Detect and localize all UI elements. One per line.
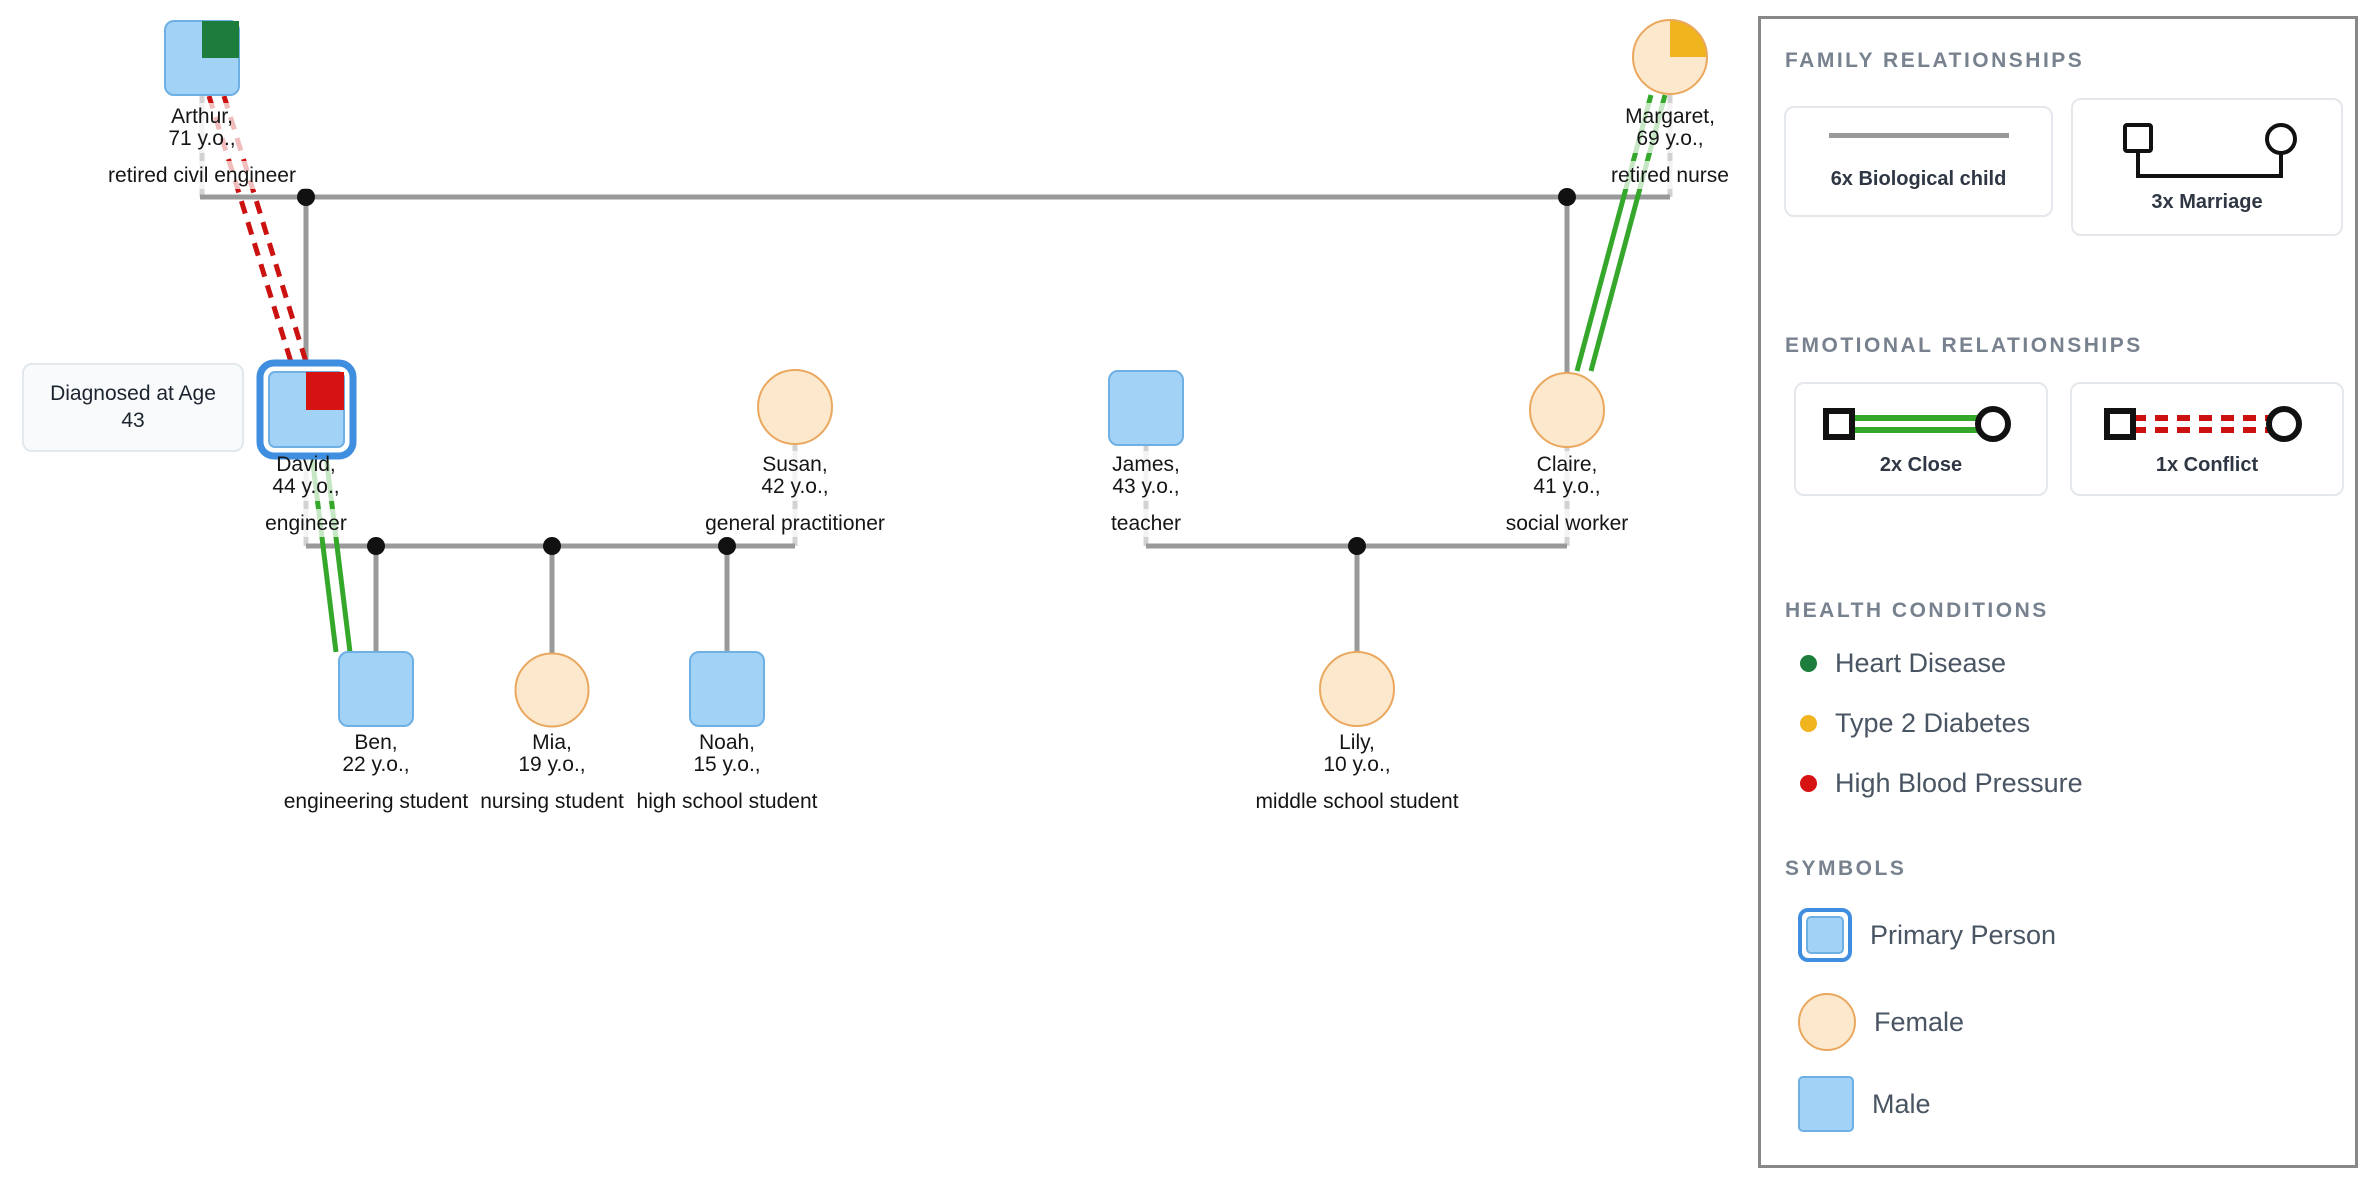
- person-lily[interactable]: Lily, 10 y.o., middle school student: [1255, 651, 1459, 813]
- symbol-item-label: Primary Person: [1870, 919, 2057, 950]
- person-occupation: middle school student: [1255, 790, 1458, 813]
- health-item-high-blood-pressure: High Blood Pressure: [1800, 766, 2083, 800]
- person-noah[interactable]: Noah, 15 y.o., high school student: [637, 651, 818, 813]
- symbol-item-male: Male: [1798, 1076, 1931, 1132]
- health-item-label: Type 2 Diabetes: [1835, 707, 2031, 738]
- symbol-item-label: Female: [1874, 1006, 1965, 1037]
- junction-dot: [297, 188, 315, 206]
- family-relationships-header: FAMILY RELATIONSHIPS: [1785, 49, 2085, 72]
- person-occupation: retired civil engineer: [108, 164, 296, 187]
- person-arthur[interactable]: Arthur, 71 y.o., retired civil engineer: [108, 20, 296, 187]
- heart-disease-dot-icon: [1800, 654, 1817, 672]
- female-symbol: [1529, 372, 1605, 448]
- symbol-item-label: Male: [1872, 1088, 1931, 1119]
- person-susan[interactable]: Susan, 42 y.o., general practitioner: [705, 369, 885, 535]
- person-david[interactable]: David, 44 y.o., engineer: [256, 359, 357, 535]
- junction-dot: [367, 537, 385, 555]
- person-age: 42 y.o.,: [761, 475, 828, 498]
- person-mia[interactable]: Mia, 19 y.o., nursing student: [480, 652, 624, 814]
- health-item-label: High Blood Pressure: [1835, 767, 2083, 798]
- person-age: 22 y.o.,: [342, 753, 409, 776]
- person-age: 10 y.o.,: [1323, 753, 1390, 776]
- health-conditions-header: HEALTH CONDITIONS: [1785, 599, 2049, 622]
- person-occupation: general practitioner: [705, 512, 885, 535]
- person-occupation: engineer: [265, 512, 347, 535]
- legend-card-conflict: 1x Conflict: [2070, 382, 2344, 496]
- symbol-item-primary-person: Primary Person: [1798, 908, 2056, 962]
- junction-dot: [718, 537, 736, 555]
- junction-dot: [1558, 188, 1576, 206]
- male-icon: [1798, 1076, 1854, 1132]
- person-name: Arthur,: [171, 105, 233, 128]
- health-item-type-2-diabetes: Type 2 Diabetes: [1800, 706, 2030, 740]
- diagnosed-callout-text: Diagnosed at Age 43: [50, 382, 216, 432]
- male-symbol: [338, 651, 414, 727]
- high-blood-pressure-marker: [306, 372, 344, 410]
- symbol-item-female: Female: [1798, 993, 1964, 1051]
- person-margaret[interactable]: Margaret, 69 y.o., retired nurse: [1611, 19, 1729, 187]
- label-backplates: [52, 103, 1740, 815]
- diagnosed-callout: Diagnosed at Age 43: [22, 363, 244, 452]
- primary-person-icon: [1798, 908, 1852, 962]
- person-james[interactable]: James, 43 y.o., teacher: [1108, 370, 1184, 535]
- health-item-heart-disease: Heart Disease: [1800, 646, 2006, 680]
- high-blood-pressure-dot-icon: [1800, 774, 1817, 792]
- legend-card-marriage: 3x Marriage: [2071, 98, 2343, 236]
- legend-panel: FAMILY RELATIONSHIPS 6x Biological child…: [1758, 16, 2358, 1168]
- person-occupation: nursing student: [480, 790, 624, 813]
- close-relationship-icon: [1823, 405, 2011, 442]
- person-name: Noah,: [699, 731, 755, 754]
- legend-card-biological-child: 6x Biological child: [1784, 106, 2053, 217]
- person-occupation: high school student: [637, 790, 818, 813]
- person-name: Mia,: [532, 731, 572, 754]
- biological-child-line-icon: [1828, 132, 2009, 138]
- person-name: David,: [276, 453, 336, 476]
- legend-card-label: 1x Conflict: [2155, 453, 2259, 476]
- diabetes-dot-icon: [1800, 714, 1817, 732]
- junction-dot: [1348, 537, 1366, 555]
- junction-dot: [543, 537, 561, 555]
- female-symbol-outline: [1632, 19, 1708, 95]
- person-occupation: social worker: [1506, 512, 1629, 535]
- person-name: James,: [1112, 453, 1180, 476]
- person-claire[interactable]: Claire, 41 y.o., social worker: [1506, 372, 1629, 535]
- person-age: 71 y.o.,: [168, 127, 235, 150]
- heart-disease-marker: [202, 21, 239, 58]
- person-name: Ben,: [354, 731, 397, 754]
- person-age: 15 y.o.,: [693, 753, 760, 776]
- person-name: Lily,: [1339, 731, 1375, 754]
- female-symbol: [1319, 651, 1395, 727]
- person-age: 43 y.o.,: [1112, 475, 1179, 498]
- marriage-david-susan: [303, 444, 798, 654]
- diabetes-marker: [1670, 20, 1707, 57]
- person-name: Susan,: [762, 453, 827, 476]
- person-name: Claire,: [1537, 453, 1598, 476]
- legend-card-label: 6x Biological child: [1830, 167, 2007, 190]
- legend-card-close: 2x Close: [1794, 382, 2048, 496]
- marriage-icon: [2123, 122, 2297, 178]
- person-occupation: retired nurse: [1611, 164, 1729, 187]
- emotional-relationships-header: EMOTIONAL RELATIONSHIPS: [1785, 334, 2143, 357]
- health-item-label: Heart Disease: [1835, 647, 2007, 678]
- conflict-relationship-icon: [2104, 405, 2302, 442]
- person-ben[interactable]: Ben, 22 y.o., engineering student: [284, 651, 469, 813]
- person-age: 19 y.o.,: [518, 753, 585, 776]
- person-occupation: teacher: [1111, 512, 1181, 535]
- person-occupation: engineering student: [284, 790, 469, 813]
- female-icon: [1798, 993, 1856, 1051]
- male-symbol: [1108, 370, 1184, 446]
- person-age: 41 y.o.,: [1533, 475, 1600, 498]
- legend-card-label: 2x Close: [1879, 453, 1963, 476]
- marriage-arthur-margaret: [199, 94, 1673, 374]
- person-age: 69 y.o.,: [1636, 127, 1703, 150]
- legend-card-label: 3x Marriage: [2151, 190, 2263, 213]
- female-symbol: [757, 369, 833, 445]
- male-symbol: [689, 651, 765, 727]
- female-symbol: [514, 652, 590, 728]
- person-age: 44 y.o.,: [272, 475, 339, 498]
- symbols-header: SYMBOLS: [1785, 857, 1907, 880]
- person-name: Margaret,: [1625, 105, 1715, 128]
